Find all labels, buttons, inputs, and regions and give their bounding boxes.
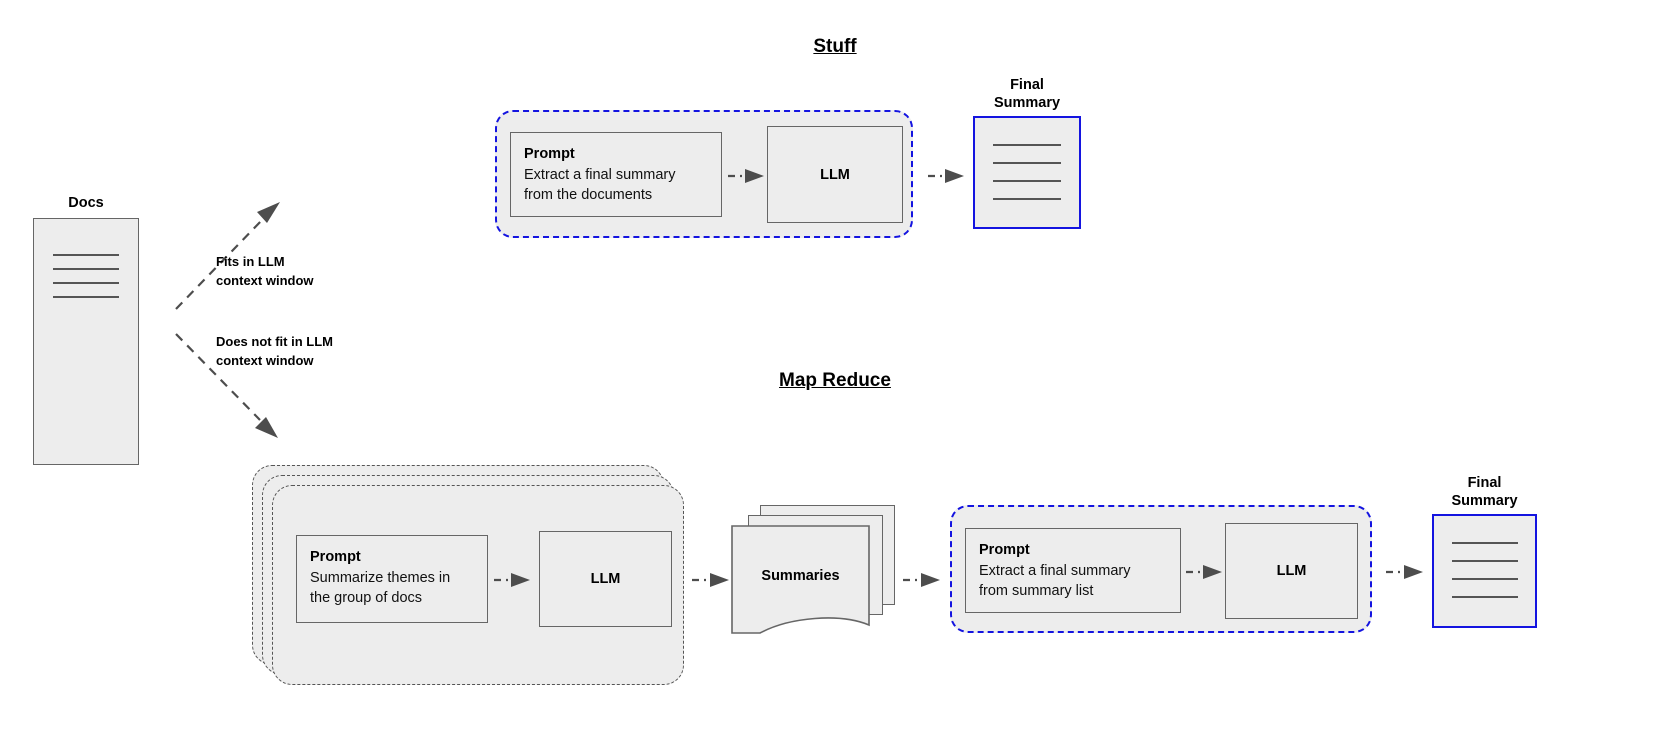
map-llm-box: LLM xyxy=(539,531,672,627)
arrow-summaries-to-reduce xyxy=(903,570,945,590)
branch-label-does-not-fit-line1: Does not fit in LLM xyxy=(216,334,333,349)
stuff-final-summary-caption: Final Summary xyxy=(973,76,1081,112)
summaries-stack: Summaries xyxy=(730,505,900,635)
stuff-final-summary-caption-line2: Summary xyxy=(993,95,1061,111)
reduce-prompt-heading: Prompt xyxy=(979,542,1030,558)
arrow-stuff-llm-to-summary xyxy=(928,166,968,186)
docs-lines xyxy=(34,254,138,310)
section-title-map-reduce: Map Reduce xyxy=(779,370,891,391)
stuff-final-summary-lines xyxy=(975,144,1079,200)
summaries-label-wrap: Summaries xyxy=(732,567,869,585)
stuff-llm-box: LLM xyxy=(767,126,903,223)
branch-label-fits-line1: Fits in LLM xyxy=(216,254,285,269)
map-prompt-heading: Prompt xyxy=(310,549,361,565)
stuff-llm-label: LLM xyxy=(820,166,850,183)
map-reduce-final-summary-lines xyxy=(1434,542,1535,598)
reduce-prompt-line2: from summary list xyxy=(979,583,1094,599)
stuff-prompt-box: Prompt Extract a final summary from the … xyxy=(510,132,722,217)
map-reduce-final-summary-caption: Final Summary xyxy=(1432,474,1537,510)
section-title-stuff: Stuff xyxy=(813,36,857,57)
map-prompt-line1: Summarize themes in xyxy=(310,570,451,586)
map-reduce-final-summary-box xyxy=(1432,514,1537,628)
stuff-prompt-line2: from the documents xyxy=(524,187,653,203)
arrow-reduce-to-final-summary xyxy=(1386,562,1428,582)
arrow-map-to-summaries xyxy=(692,570,734,590)
map-prompt-line2: the group of docs xyxy=(310,590,423,606)
branch-arrow-up xyxy=(170,190,290,315)
summaries-label: Summaries xyxy=(761,568,840,584)
branch-arrow-down xyxy=(170,330,290,450)
map-prompt-box: Prompt Summarize themes in the group of … xyxy=(296,535,488,623)
stuff-final-summary-caption-line1: Final xyxy=(1010,77,1044,93)
map-reduce-final-summary-caption-line2: Summary xyxy=(1451,493,1518,509)
docs-caption: Docs xyxy=(68,195,104,211)
reduce-llm-label: LLM xyxy=(1276,563,1307,579)
arrow-stuff-prompt-to-llm xyxy=(728,166,768,186)
branch-label-does-not-fit-line2: context window xyxy=(216,353,314,368)
stuff-prompt-heading: Prompt xyxy=(524,146,575,162)
docs-box xyxy=(33,218,139,465)
arrow-map-prompt-to-llm xyxy=(494,570,534,590)
map-llm-label: LLM xyxy=(590,571,621,587)
stuff-prompt-line1: Extract a final summary xyxy=(524,167,676,183)
stuff-final-summary-box xyxy=(973,116,1081,229)
branch-label-fits-line2: context window xyxy=(216,273,314,288)
branch-label-fits: Fits in LLM context window xyxy=(216,252,314,290)
reduce-prompt-line1: Extract a final summary xyxy=(979,563,1131,579)
arrow-reduce-prompt-to-llm xyxy=(1186,562,1226,582)
map-reduce-final-summary-caption-line1: Final xyxy=(1467,475,1502,491)
reduce-prompt-box: Prompt Extract a final summary from summ… xyxy=(965,528,1181,613)
branch-label-does-not-fit: Does not fit in LLM context window xyxy=(216,332,333,370)
reduce-llm-box: LLM xyxy=(1225,523,1358,619)
summaries-sheet-front xyxy=(731,525,870,634)
